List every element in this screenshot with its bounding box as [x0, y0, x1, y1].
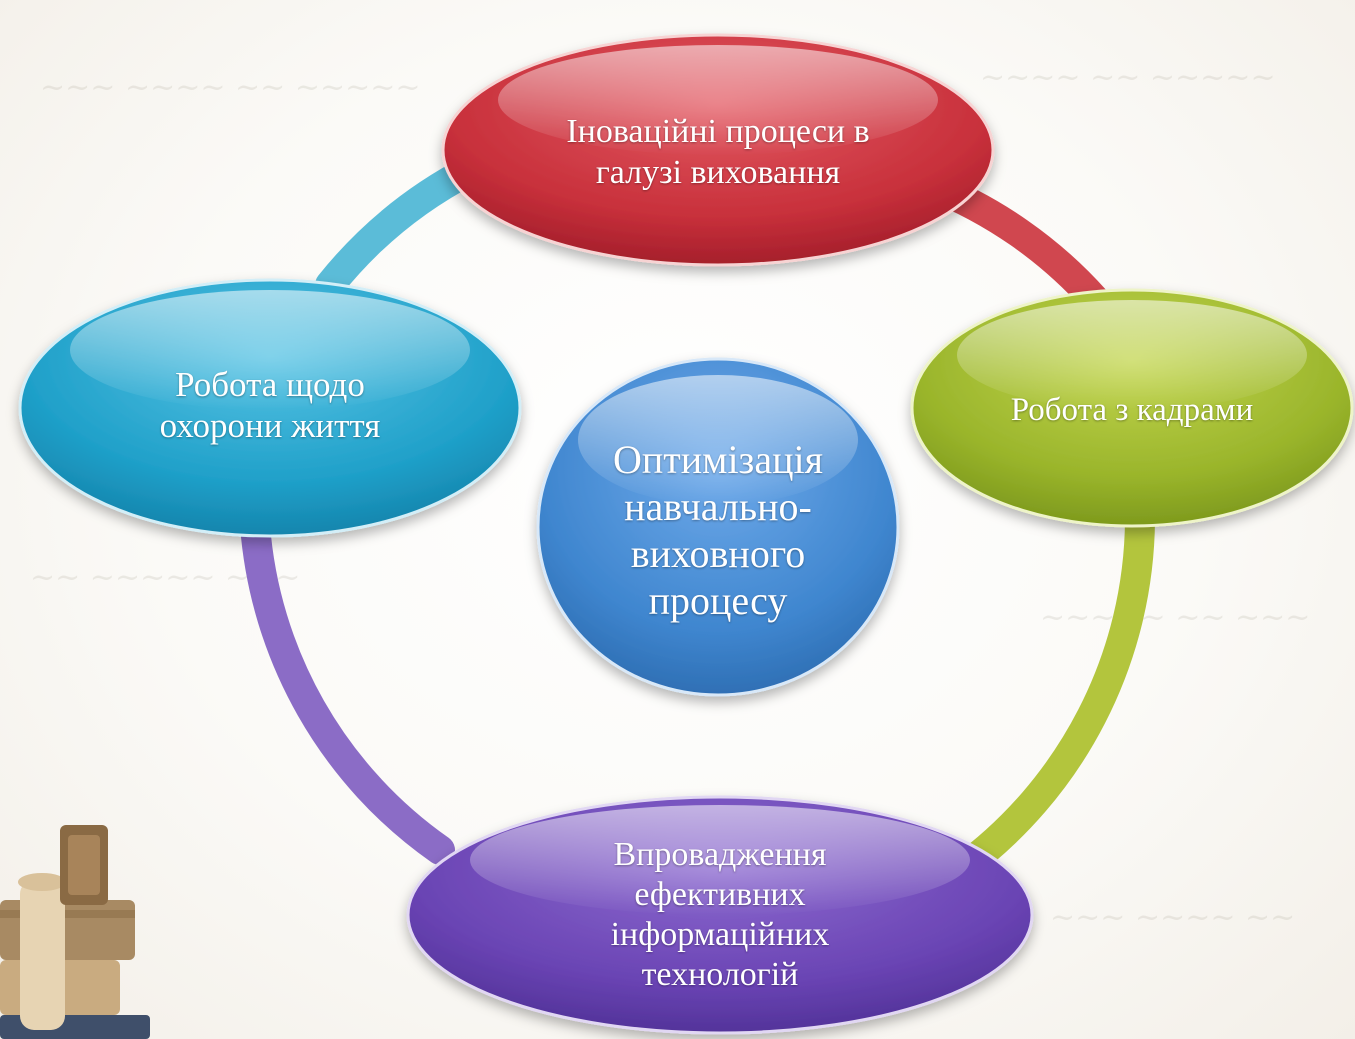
- node-gloss: [578, 375, 858, 505]
- node-innovation: [441, 33, 995, 267]
- node-staff-label: Робота з кадрами: [1010, 391, 1254, 428]
- books-scroll-decoration: [0, 825, 150, 1039]
- ring-arc-life-safety-to-innovation: [315, 155, 485, 300]
- node-center-label: Оптимізація навчально- виховного процесу: [612, 436, 824, 624]
- node-life-safety-label: Робота щодо охорони життя: [159, 364, 381, 445]
- node-gloss: [70, 290, 470, 410]
- ring-arc-staff-to-technologies: [945, 505, 1155, 885]
- node-technologies: [406, 795, 1034, 1035]
- node-technologies-label: Впровадження ефективних інформаційних те…: [610, 835, 830, 994]
- node-life-safety: [18, 278, 522, 538]
- node-center: [536, 357, 900, 697]
- ring-arc-technologies-to-life-safety: [240, 510, 455, 865]
- node-staff: [910, 288, 1354, 528]
- node-gloss: [957, 300, 1307, 410]
- node-innovation-label: Іноваційні процеси в галузі виховання: [566, 113, 870, 191]
- node-gloss: [470, 805, 970, 915]
- node-gloss: [498, 45, 938, 155]
